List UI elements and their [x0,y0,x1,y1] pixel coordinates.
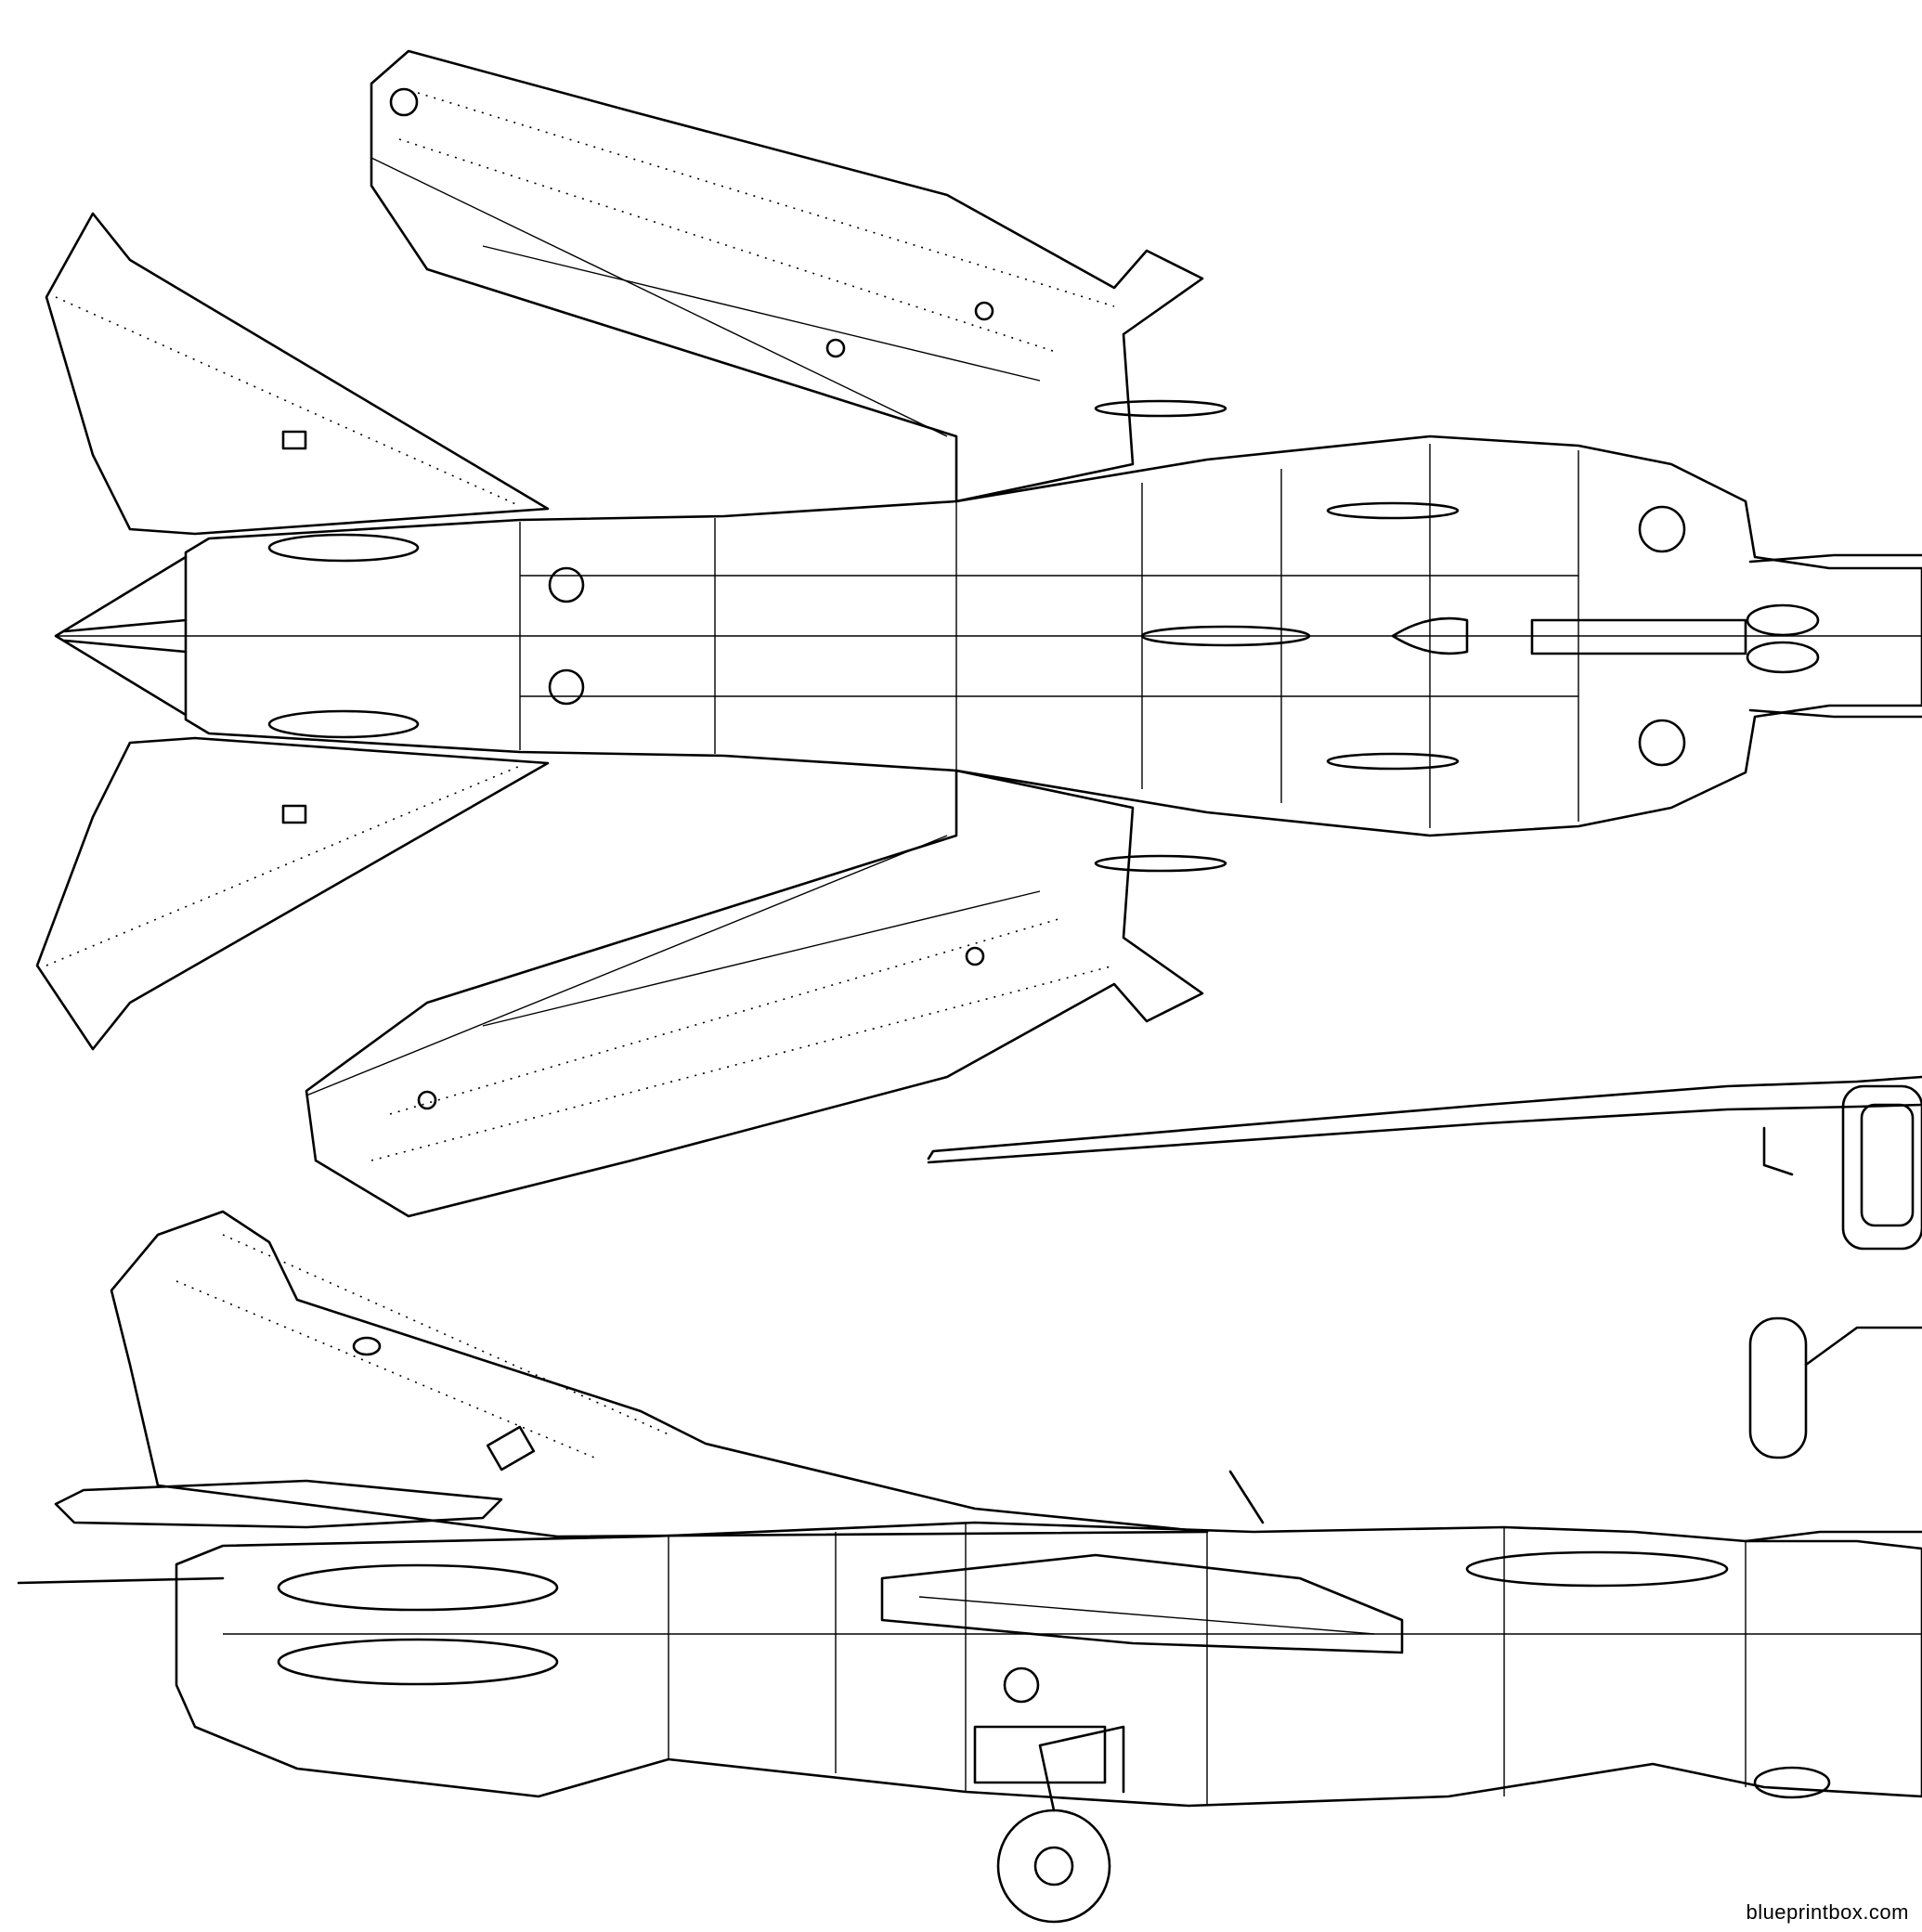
side-fuselage-outline [175,1521,1922,1808]
side-vertical-fin [110,1210,1209,1538]
front-view [927,1075,1922,1459]
plan-wing-upper-flap [482,245,1041,382]
plan-intake-ellipse-upper [1746,603,1820,637]
side-drop-tank-nose [1753,1766,1831,1799]
plan-wheel-upper [1638,505,1686,553]
side-inspection-port [1003,1666,1040,1704]
side-view [17,1210,1922,1924]
plan-port-upper [548,566,585,603]
front-main-wheel [1748,1316,1808,1459]
plan-tail-cone [54,555,188,717]
side-panel-lines [223,1523,1922,1806]
plan-view [35,49,1922,1218]
plan-wing-upper-point-a [974,301,994,321]
plan-intake-top [1748,553,1922,564]
side-main-wheel [996,1809,1111,1924]
side-wing-flap [918,1596,1375,1635]
plan-stabilator-lower [35,736,550,1051]
side-tail-probe [17,1576,225,1585]
plan-store-center [1140,625,1311,647]
plan-wing-upper [370,49,1204,503]
front-gear-strut [1804,1326,1922,1367]
plan-store-upper-outer [1094,399,1227,418]
plan-wing-lower-point-b [965,946,985,966]
plan-wing-upper-point-b [825,338,846,358]
side-gear-strut [1038,1725,1125,1812]
plan-port-lower [548,668,585,706]
side-store-lower [277,1638,559,1686]
plan-canopy [1391,616,1469,655]
plan-wheel-lower [1638,719,1686,767]
plan-store-lower-outer [1094,854,1227,873]
plan-store-lower-inner [1326,752,1460,771]
side-fin-rivets-a [222,1234,669,1435]
side-canopy [1744,1530,1922,1543]
plan-store-tail-lower [267,709,420,739]
plan-wing-upper-tip-marker [389,87,419,117]
plan-wing-lower [305,769,1204,1218]
plan-wing-upper-spar [370,157,948,437]
side-fin-rivets-b [175,1280,595,1459]
plan-wing-lower-flap [482,890,1041,1027]
side-gear-door [973,1725,1107,1784]
plan-fuselage-outline [184,434,1922,837]
plan-store-tail-upper [267,533,420,563]
front-intake [1860,1103,1915,1227]
plan-stabilator-upper [45,212,550,536]
plan-stabilator-upper-rivets [55,296,521,507]
watermark[interactable]: blueprintbox.com [1746,1900,1909,1924]
plan-cockpit [1530,618,1747,655]
front-wing-lower-edge [927,1103,1922,1164]
side-fin-marker [352,1336,382,1356]
plan-stores [267,399,1460,873]
front-pylon [1762,1126,1794,1176]
side-stabilator [54,1479,503,1529]
front-fuselage-section [1841,1084,1922,1251]
plan-wing-lower-spar [305,835,948,1096]
plan-store-upper-inner [1326,501,1460,520]
plan-stabilator-lower-panel [281,804,307,824]
plan-wing-lower-rivets-b [389,918,1059,1115]
plan-wing-upper-rivets-b [398,138,1059,354]
plan-wing-lower-point-a [417,1090,437,1110]
side-antenna [1228,1470,1265,1524]
plan-wing-upper-rivets-a [417,92,1115,307]
front-wing-upper-edge [927,1075,1922,1160]
side-fin-panel [486,1425,536,1472]
plan-nozzle-lines [63,618,188,654]
side-store-upper [277,1563,559,1612]
plan-stabilator-lower-rivets [45,765,521,966]
side-wing [880,1553,1404,1654]
plan-intake-bottom [1748,708,1922,719]
plan-stabilator-upper-panel [281,430,307,450]
plan-intake-ellipse-lower [1746,641,1820,674]
side-main-wheel-hub [1033,1846,1074,1887]
side-store-front [1465,1550,1729,1588]
